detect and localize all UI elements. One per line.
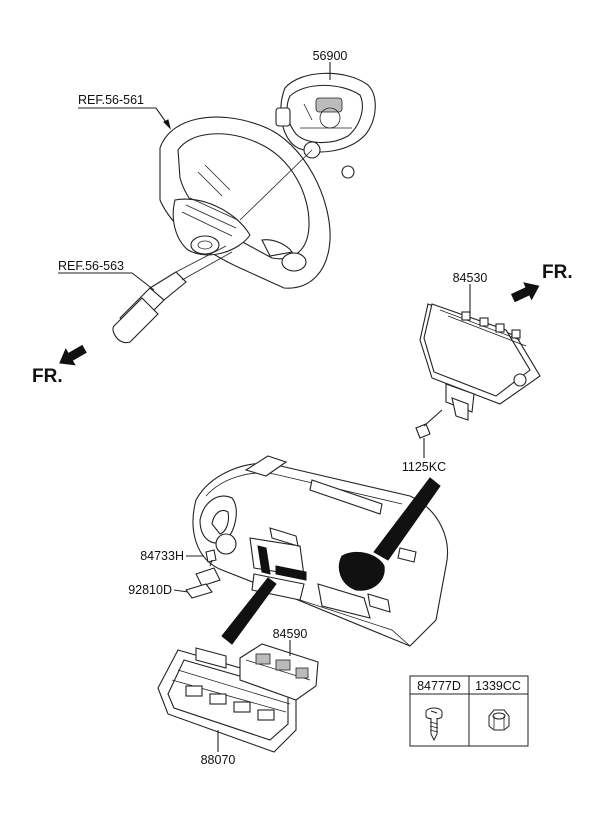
dashboard [192, 455, 448, 647]
fr-label-right: FR. [542, 262, 573, 283]
label-ref-steering-wheel: REF.56-561 [78, 93, 144, 107]
clip-84733h [205, 549, 217, 567]
fr-label-left: FR. [32, 366, 63, 387]
fr-arrow-left [59, 344, 87, 366]
airbag-opening [338, 551, 385, 591]
label-84530: 84530 [453, 271, 488, 285]
label-92810d: 92810D [128, 583, 172, 597]
arrowhead [163, 119, 171, 130]
center-stack [257, 545, 271, 575]
fr-arrow-right [510, 282, 540, 303]
table-header-84777d: 84777D [417, 679, 461, 693]
bolt-1125kc [415, 409, 443, 439]
leader-ref-563 [58, 272, 155, 291]
wedge-airbag [373, 477, 441, 561]
centerline [239, 149, 313, 221]
label-ref-steering-column: REF.56-563 [58, 259, 124, 273]
label-88070: 88070 [201, 753, 236, 767]
label-1125kc: 1125KC [402, 460, 446, 474]
label-56900: 56900 [313, 49, 348, 63]
table-header-1339cc: 1339CC [475, 679, 521, 693]
switch-panel-84590 [239, 643, 319, 701]
label-84733h: 84733H [140, 549, 184, 563]
screw-icon [425, 707, 443, 742]
steering-column [112, 245, 233, 344]
label-84590: 84590 [273, 627, 308, 641]
wedge-panel [221, 577, 277, 645]
bracket-92810d [185, 567, 221, 599]
steering-wheel [159, 116, 331, 289]
nut-icon [488, 709, 510, 731]
leader-92810d [173, 589, 189, 593]
passenger-airbag-module [419, 303, 541, 421]
driver-airbag-module [275, 72, 376, 179]
leader-ref-561 [78, 107, 171, 129]
center-vent [275, 565, 307, 581]
